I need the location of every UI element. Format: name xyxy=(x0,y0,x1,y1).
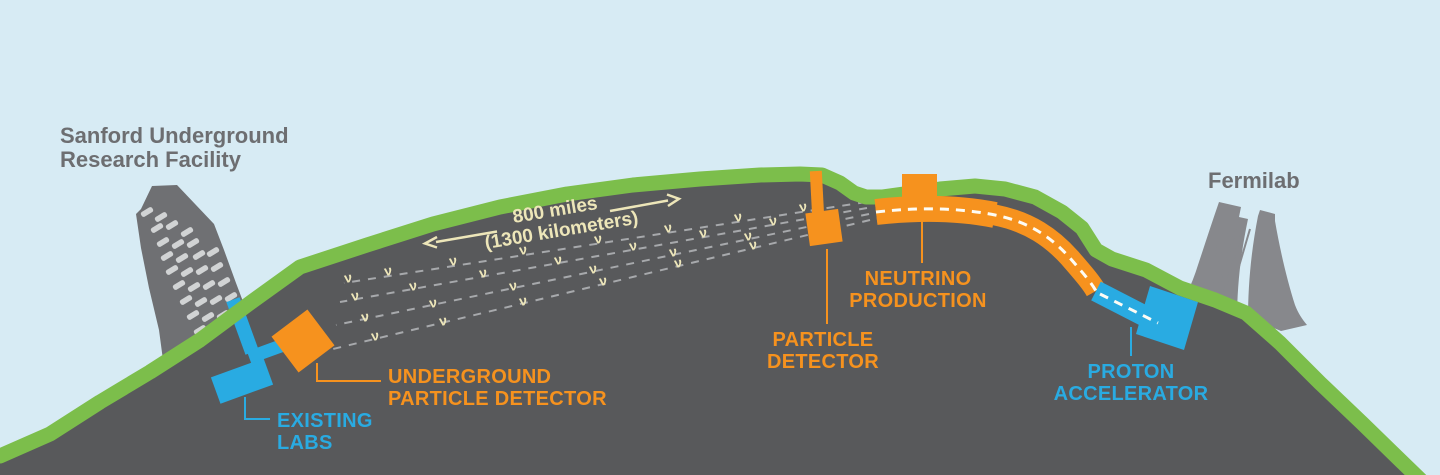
wilson-right-pylon xyxy=(1248,210,1307,331)
surface-structures xyxy=(805,170,1159,325)
ground-surface-grass xyxy=(0,166,1427,475)
neutrino-symbol: ν xyxy=(668,243,678,260)
neutrino-symbol: ν xyxy=(588,260,598,277)
neutrino-symbol: ν xyxy=(698,224,708,241)
neutrino-symbol: ν xyxy=(628,237,638,254)
accelerator-center-dashes xyxy=(1099,292,1159,325)
wilson-hall-building xyxy=(1167,202,1307,331)
neutrino-symbol: ν xyxy=(370,327,380,344)
neutrino-symbol: ν xyxy=(733,208,743,225)
particle-detector-label-line1: PARTICLE xyxy=(773,329,874,351)
neutrino-symbol: ν xyxy=(798,198,808,215)
underground-particle-detector-shape xyxy=(271,309,335,373)
neutrino-symbol: ν xyxy=(478,264,488,281)
proton-accelerator-label-line1: PROTON xyxy=(1088,361,1175,383)
underground-detector-label-line1: UNDERGROUND xyxy=(388,366,551,388)
component-labels: UNDERGROUND PARTICLE DETECTOR EXISTING L… xyxy=(277,268,1209,454)
neutrino-symbol: ν xyxy=(768,212,778,229)
distance-arrow-left xyxy=(421,230,498,249)
neutrino-symbol: ν xyxy=(593,230,603,247)
neutrino-symbol: ν xyxy=(343,269,353,286)
neutrino-symbol: ν xyxy=(748,236,758,253)
proton-accelerator-hall xyxy=(1136,286,1198,350)
neutrino-symbol: ν xyxy=(518,292,528,309)
neutrino-production-hall xyxy=(874,195,998,228)
leader-existing-labs xyxy=(244,397,270,420)
leader-underground-detector xyxy=(316,363,381,382)
labs-hall xyxy=(210,358,274,404)
neutrino-production-label-line2: PRODUCTION xyxy=(849,290,986,312)
neutrino-symbol: ν xyxy=(553,251,563,268)
neutrino-symbol: ν xyxy=(663,219,673,236)
neutrino-production-label-line1: NEUTRINO xyxy=(865,268,972,290)
distance-arrow-right xyxy=(609,193,682,213)
sanford-title-line2: Research Facility xyxy=(60,147,242,172)
neutrino-beam-fan xyxy=(332,201,871,350)
neutrino-symbol: ν xyxy=(518,241,528,258)
neutrino-symbol: ν xyxy=(350,287,360,304)
sanford-title-line1: Sanford Underground xyxy=(60,123,289,148)
beamline-center-dashes xyxy=(875,207,1098,292)
proton-accelerator-label-line2: ACCELERATOR xyxy=(1054,383,1209,405)
existing-labs-label-line1: EXISTING xyxy=(277,410,373,432)
underground-detector-label-line2: PARTICLE DETECTOR xyxy=(388,388,607,410)
neutrino-symbol: ν xyxy=(428,294,438,311)
neutrino-symbol: ν xyxy=(383,262,393,279)
neutrino-symbol: ν xyxy=(673,254,683,271)
facility-titles: Sanford Underground Research Facility Fe… xyxy=(60,123,1300,193)
headframe-windows xyxy=(140,207,238,337)
neutrino-symbol: ν xyxy=(598,272,608,289)
neutrino-symbol: ν xyxy=(408,277,418,294)
neutrino-symbol: ν xyxy=(508,277,518,294)
neutrino-symbol: ν xyxy=(743,227,753,244)
particle-detector-label-line2: DETECTOR xyxy=(767,351,879,373)
neutrino-symbol: ν xyxy=(438,312,448,329)
labs-drift-tunnel xyxy=(246,338,288,364)
neutrino-symbol: ν xyxy=(360,308,370,325)
neutrino-symbol: ν xyxy=(448,252,458,269)
particle-detector-shape xyxy=(805,208,843,247)
near-detector-shaft xyxy=(809,170,825,218)
existing-labs-label-line2: LABS xyxy=(277,432,333,454)
fermilab-title: Fermilab xyxy=(1208,168,1300,193)
